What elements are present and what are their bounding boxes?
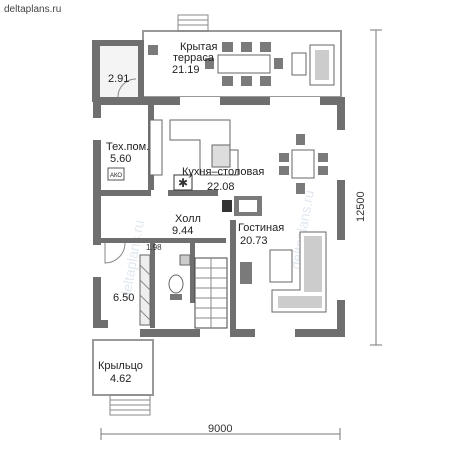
kitchen: ✱ [169, 119, 239, 191]
porch-name: Крыльцо [98, 360, 143, 372]
dimension-width: 9000 [100, 423, 341, 440]
terrace-name-line2: терраса [173, 52, 215, 64]
wardrobe [139, 254, 151, 326]
hall-area: 9.44 [172, 225, 193, 237]
porch-area: 4.62 [110, 373, 131, 385]
porch [92, 339, 154, 416]
terrace-chair-left [148, 45, 158, 55]
terrace-side-table [291, 52, 307, 76]
armchair [240, 262, 252, 284]
dimension-depth: 12500 [355, 29, 382, 346]
bathroom [155, 243, 191, 303]
terrace-area: 21.19 [172, 64, 200, 76]
depth-label: 12500 [355, 191, 367, 222]
width-label: 9000 [208, 423, 232, 435]
kitchen-area: 22.08 [207, 181, 235, 193]
staircase [194, 257, 228, 329]
coffee-table [269, 249, 293, 283]
living-sofa [271, 231, 327, 313]
boiler-label: АКО [110, 173, 122, 179]
room-area: 6.50 [113, 292, 134, 304]
kitchen-name: Кухня–столовая [182, 166, 264, 178]
svg-text:✱: ✱ [178, 176, 188, 190]
storage-room [92, 40, 144, 102]
terrace-sofa [309, 44, 335, 86]
tech-room-area: 5.60 [110, 153, 131, 165]
room-door [104, 242, 126, 264]
living-room-name: Гостиная [238, 222, 284, 234]
tech-room: АКО [107, 119, 163, 181]
storage-area: 2.91 [108, 73, 129, 85]
terrace-name-line1: Крытая [180, 41, 217, 53]
living-room-area: 20.73 [240, 235, 268, 247]
site-name: deltaplans.ru [4, 4, 61, 15]
terrace-dining-table [205, 42, 283, 86]
bathroom-area: 1.98 [146, 243, 162, 252]
exterior-walls [93, 97, 345, 337]
hall-name: Холл [175, 213, 201, 225]
tech-room-name: Тех.пом. [106, 141, 149, 153]
fireplace [222, 196, 262, 216]
dining-table [279, 134, 328, 194]
